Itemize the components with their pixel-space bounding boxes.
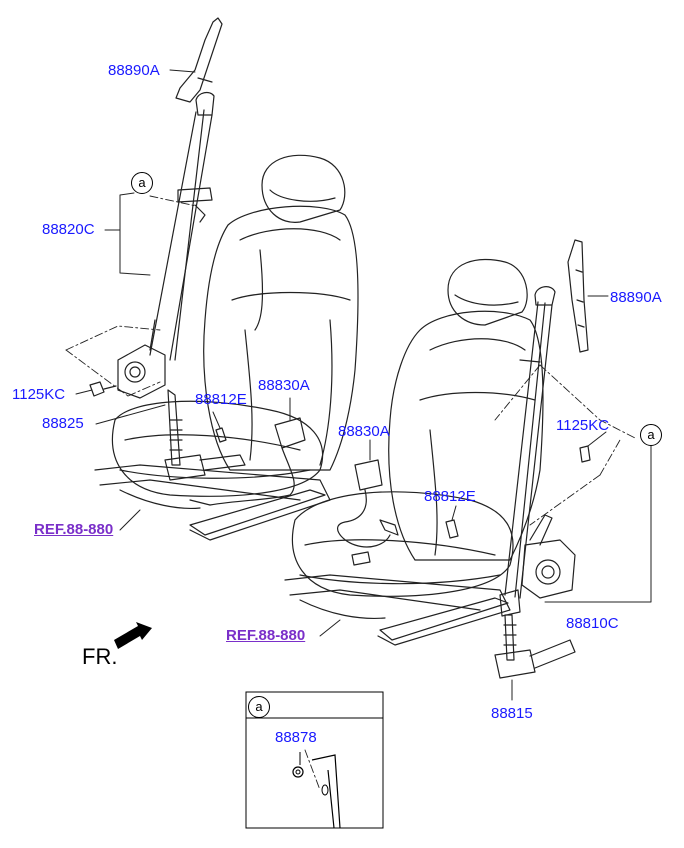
left-belt-assembly (89, 17, 306, 506)
front-direction-label: FR. (82, 644, 118, 669)
label-88825[interactable]: 88825 (42, 415, 84, 432)
label-88810C[interactable]: 88810C (566, 615, 619, 632)
label-88812E-right[interactable]: 88812E (424, 488, 476, 505)
right-seat-drawing (284, 258, 544, 646)
ref-link-left[interactable]: REF.88-880 (34, 521, 114, 538)
label-1125KC-right[interactable]: 1125KC (556, 417, 610, 434)
marker-a-right: a (640, 424, 662, 446)
label-88878[interactable]: 88878 (275, 729, 317, 746)
marker-a-detail: a (248, 696, 270, 718)
label-88820C[interactable]: 88820C (42, 221, 95, 238)
right-belt-assembly (494, 239, 591, 679)
fr-arrow-icon (114, 622, 152, 649)
label-88812E-left[interactable]: 88812E (195, 391, 247, 408)
left-seat-drawing (94, 154, 359, 541)
label-88890A-top[interactable]: 88890A (108, 62, 160, 79)
ref-link-right[interactable]: REF.88-880 (226, 627, 306, 644)
label-1125KC-left[interactable]: 1125KC (12, 386, 66, 403)
marker-a-left: a (131, 172, 153, 194)
detail-box (245, 691, 384, 829)
leader-lines (75, 69, 652, 701)
label-88830A-left[interactable]: 88830A (258, 377, 310, 394)
label-88830A-mid[interactable]: 88830A (338, 423, 390, 440)
label-88815[interactable]: 88815 (491, 705, 533, 722)
label-88890A-right[interactable]: 88890A (610, 289, 662, 306)
reference-lines (65, 195, 636, 791)
